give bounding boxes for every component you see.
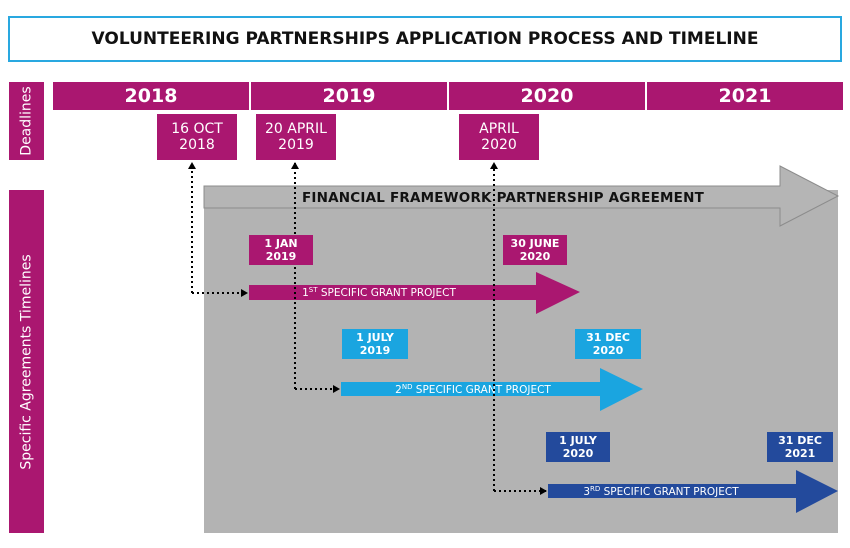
year-header-2021: 2021	[647, 82, 843, 110]
project-1-start-year: 2019	[265, 250, 297, 263]
framework-label: FINANCIAL FRAMEWORK PARTNERSHIP AGREEMEN…	[302, 190, 705, 206]
project-2-end-date: 31 DEC	[586, 331, 630, 344]
project-1-end-box: 30 JUNE 2020	[503, 235, 567, 265]
framework-arrow	[203, 165, 840, 227]
project-2-label: 2ND SPECIFIC GRANT PROJECT	[395, 383, 551, 396]
deadline-1-date: 16 OCT	[171, 121, 223, 137]
project-3-end-date: 31 DEC	[778, 434, 822, 447]
deadline-box-1: 16 OCT 2018	[157, 114, 237, 160]
project-1-label: 1ST SPECIFIC GRANT PROJECT	[302, 286, 456, 299]
project-3-start-year: 2020	[562, 447, 594, 460]
deadline-2-year: 2019	[278, 137, 314, 153]
project-3-end-year: 2021	[784, 447, 816, 460]
project-1-arrow	[249, 272, 580, 314]
deadline-1-year: 2018	[179, 137, 215, 153]
deadlines-side-label: Deadlines	[9, 82, 44, 160]
project-1-start-date: 1 JAN	[264, 237, 298, 250]
project-2-start-box: 1 JULY 2019	[342, 329, 408, 359]
project-3-arrow	[548, 470, 838, 513]
project-3-start-box: 1 JULY 2020	[546, 432, 610, 462]
project-2-end-box: 31 DEC 2020	[575, 329, 641, 359]
project-3-label: 3RD SPECIFIC GRANT PROJECT	[583, 485, 739, 498]
deadline-2-date: 20 APRIL	[265, 121, 327, 137]
year-header-2018: 2018	[53, 82, 249, 110]
project-2-start-year: 2019	[359, 344, 391, 357]
deadline-box-2: 20 APRIL 2019	[256, 114, 336, 160]
page-title: VOLUNTEERING PARTNERSHIPS APPLICATION PR…	[8, 16, 842, 62]
deadline-3-year: 2020	[481, 137, 517, 153]
project-2-arrow	[341, 368, 643, 411]
project-3-end-box: 31 DEC 2021	[767, 432, 833, 462]
project-1-end-date: 30 JUNE	[510, 237, 560, 250]
project-2-end-year: 2020	[592, 344, 624, 357]
year-header-2019: 2019	[251, 82, 447, 110]
project-3-start-date: 1 JULY	[559, 434, 597, 447]
project-1-end-year: 2020	[519, 250, 551, 263]
deadline-3-date: APRIL	[479, 121, 519, 137]
deadline-box-3: APRIL 2020	[459, 114, 539, 160]
project-1-start-box: 1 JAN 2019	[249, 235, 313, 265]
year-header-2020: 2020	[449, 82, 645, 110]
specific-timelines-side-label: Specific Agreements Timelines	[9, 190, 44, 533]
project-2-start-date: 1 JULY	[356, 331, 394, 344]
